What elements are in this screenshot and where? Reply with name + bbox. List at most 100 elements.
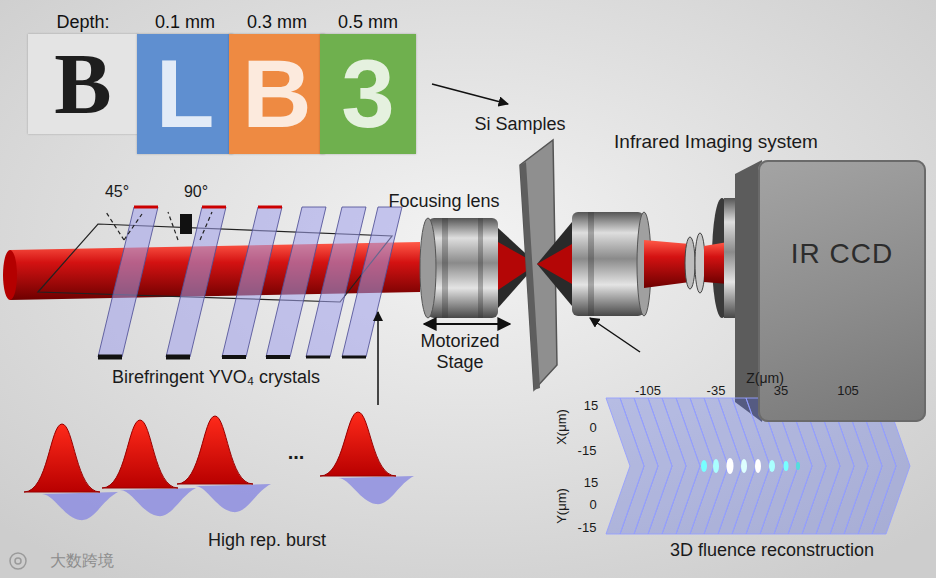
pulse-train (120, 488, 196, 516)
focusing-lens (442, 218, 448, 318)
relay-beam (644, 198, 732, 318)
axis-tick: -15 (578, 444, 597, 459)
fluence-hotspots (784, 461, 789, 471)
birefringent-crystal (166, 355, 190, 360)
birefringent-crystal (98, 355, 122, 360)
focusing-lens (478, 218, 483, 318)
image-tile: L (137, 34, 233, 154)
axis-tick: 0 (589, 498, 596, 513)
fluence-hotspots (755, 459, 761, 473)
image-tile: B (229, 34, 325, 154)
birefringent-crystal (166, 207, 226, 357)
angle-marks (124, 214, 142, 240)
si-sample (520, 162, 540, 390)
crystal-block (180, 214, 192, 234)
focusing-lens (420, 218, 537, 318)
axis-tick: 15 (584, 476, 598, 491)
image-letter: L (156, 46, 215, 142)
depth-label: Depth: (28, 10, 138, 34)
angle-label: 90° (184, 183, 208, 201)
part-label: Focusing lens (388, 191, 499, 212)
ellipsis: ... (288, 441, 305, 464)
depth-label: 0.3 mm (229, 10, 325, 34)
image-tile: 3 (320, 34, 416, 154)
leader-arrow (377, 312, 379, 405)
axis-tick: -105 (635, 384, 661, 399)
depth-label: 0.1 mm (137, 10, 233, 34)
pulse-train (320, 412, 396, 476)
pulse-train (102, 420, 178, 488)
fluence-hotspots (701, 460, 707, 472)
part-label: Infrared Imaging system (614, 131, 818, 153)
image-tile: B (28, 34, 138, 134)
part-label: Birefringent YVO₄ crystals (112, 367, 320, 388)
leader-arrow (590, 318, 640, 352)
fluence-hotspots (769, 460, 775, 472)
imaging-objective (537, 222, 572, 306)
axis-tick: -15 (578, 521, 597, 536)
device-label: IR CCD (791, 238, 893, 270)
fluence-hotspots (701, 458, 800, 474)
angle-label: 45° (105, 183, 129, 201)
imaging-objective (572, 212, 644, 316)
axis-tick: 35 (774, 384, 788, 399)
birefringent-crystal (266, 355, 290, 359)
axis-tick: 105 (837, 384, 859, 399)
watermark: 大数跨境 (50, 552, 114, 570)
axis-title: Y(μm) (555, 488, 570, 524)
depth-image: 0.1 mm L (137, 10, 233, 154)
angle-marks (200, 212, 212, 240)
pulse-train (24, 412, 414, 520)
pulse-train (177, 416, 253, 484)
axis-tick: -35 (707, 384, 726, 399)
relay-beam (685, 237, 695, 289)
pulse-train (338, 476, 414, 504)
focusing-lens (420, 218, 436, 318)
axis-tick: 15 (584, 399, 598, 414)
pulse-train (42, 492, 118, 520)
fluence-hotspots (796, 462, 800, 470)
relay-beam (695, 233, 705, 293)
fluence-hotspots (727, 458, 734, 474)
pulse-train (24, 424, 100, 492)
birefringent-crystal (258, 206, 282, 209)
watermark-logo (15, 558, 21, 564)
imaging-objective (588, 212, 594, 316)
watermark-logo (10, 553, 26, 569)
birefringent-crystal (98, 207, 158, 357)
leader-arrow (378, 84, 640, 405)
birefringent-crystal (342, 207, 402, 357)
birefringent-crystal (342, 356, 366, 359)
pulse-train (195, 484, 271, 512)
stage-motion-arrow (424, 323, 510, 325)
angle-marks (168, 212, 178, 240)
laser-beam (3, 250, 17, 300)
image-letter: 3 (341, 46, 394, 142)
depth-image: 0.5 mm 3 (320, 10, 416, 154)
leader-arrow (432, 84, 508, 104)
imaging-objective (537, 212, 651, 316)
part-label: Motorized Stage (404, 331, 516, 372)
watermark-logo (10, 553, 26, 569)
axis-title: X(μm) (555, 409, 570, 445)
axis-tick: 0 (589, 421, 596, 436)
birefringent-crystal (202, 206, 226, 209)
part-label: High rep. burst (208, 530, 326, 551)
plot-caption: 3D fluence reconstruction (670, 540, 874, 561)
image-letter: B (54, 41, 111, 127)
imaging-objective (537, 244, 572, 284)
part-label: Si Samples (474, 114, 565, 135)
birefringent-crystal (98, 207, 402, 357)
angle-marks (106, 212, 124, 240)
birefringent-crystal (222, 355, 246, 359)
image-letter: B (242, 46, 311, 142)
focusing-lens (428, 218, 498, 318)
depth-image: 0.3 mm B (229, 10, 325, 154)
birefringent-crystal (306, 356, 330, 359)
depth-label: 0.5 mm (320, 10, 416, 34)
fluence-hotspots (741, 459, 747, 473)
birefringent-crystal (134, 206, 158, 209)
fluence-hotspots (713, 459, 719, 473)
